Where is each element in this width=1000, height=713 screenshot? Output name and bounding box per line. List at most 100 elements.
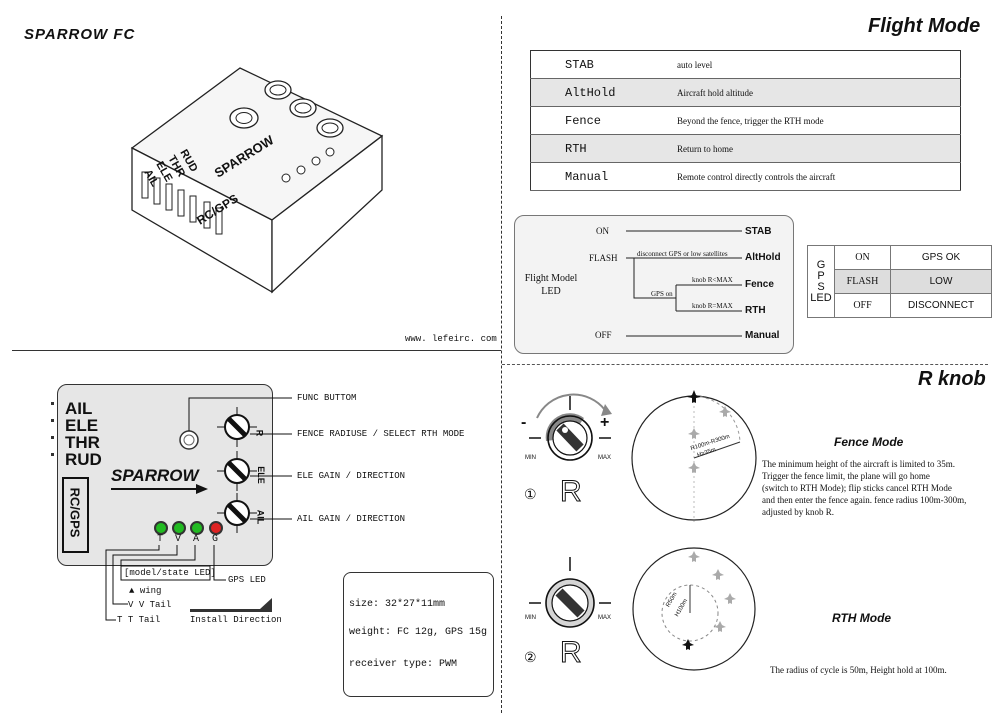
gps-value: DISCONNECT bbox=[890, 293, 992, 318]
rknob1-min: MIN bbox=[525, 455, 536, 461]
mode-name: Fence bbox=[530, 106, 677, 135]
install-direction-arrow bbox=[190, 598, 272, 612]
stick-label-rud: RUD bbox=[65, 450, 102, 469]
v-tail-icon: V bbox=[128, 600, 134, 610]
label-model-state-led: [model/state LED] bbox=[124, 568, 216, 578]
gps-value: LOW bbox=[890, 269, 992, 294]
led-knob-lt: knob R<MAX bbox=[692, 276, 733, 284]
mode-desc: Beyond the fence, trigger the RTH mode bbox=[677, 106, 961, 135]
fence-mode-text: The minimum height of the aircraft is li… bbox=[762, 459, 967, 517]
spec-receiver: receiver type: PWM bbox=[349, 659, 458, 670]
mount-t-tail: T T Tail bbox=[117, 615, 161, 625]
table-row: FLASH LOW bbox=[808, 269, 992, 294]
led-result-rth: RTH bbox=[745, 305, 766, 316]
led-v bbox=[172, 521, 186, 535]
led-letter-g: G bbox=[212, 534, 219, 545]
label-install-direction: Install Direction bbox=[190, 615, 282, 625]
label-ail-gain: AIL GAIN / DIRECTION bbox=[297, 514, 406, 524]
rknob2-min: MIN bbox=[525, 615, 536, 621]
mode-name: Manual bbox=[530, 162, 677, 191]
mode-desc: auto level bbox=[677, 50, 961, 79]
label-ele-gain: ELE GAIN / DIRECTION bbox=[297, 471, 406, 481]
stick-label-thr: THR bbox=[65, 433, 100, 452]
led-result-manual: Manual bbox=[745, 330, 780, 341]
pin-dots bbox=[51, 402, 55, 456]
mode-name: STAB bbox=[530, 50, 677, 79]
led-off-label: OFF bbox=[595, 330, 612, 340]
led-on-label: ON bbox=[596, 226, 609, 236]
label-func-button: FUNC BUTTOM bbox=[297, 393, 357, 403]
stick-label-ail: AIL bbox=[65, 399, 93, 418]
rknob1-plus: + bbox=[600, 414, 610, 431]
mode-name: AltHold bbox=[530, 78, 677, 107]
led-t bbox=[154, 521, 168, 535]
horizontal-divider-right bbox=[502, 364, 988, 365]
front-panel-controls bbox=[179, 407, 257, 533]
label-fence-radius: FENCE RADIUSE / SELECT RTH MODE bbox=[297, 429, 465, 439]
led-gps-on: GPS on bbox=[651, 290, 673, 298]
led-diagram-lines bbox=[626, 230, 742, 337]
rknob2-r-letter: R bbox=[560, 636, 583, 670]
led-diagram-box bbox=[514, 215, 794, 354]
led-diagram-title: Flight Model LED bbox=[524, 273, 578, 297]
gps-led-table: G P S LED ON GPS OK FLASH LOW OFF DISCON… bbox=[807, 245, 992, 318]
rc-gps-label: RC/GPS bbox=[62, 477, 89, 553]
led-letter-a: A bbox=[193, 534, 200, 545]
rknob1-max: MAX bbox=[598, 455, 612, 461]
rth-mode-text: The radius of cycle is 50m, Height hold … bbox=[770, 665, 947, 675]
horizontal-divider-left bbox=[12, 350, 501, 351]
rknob1-r-letter: R bbox=[560, 475, 583, 509]
rknob-title: R knob bbox=[918, 368, 986, 390]
table-row: G P S LED ON GPS OK bbox=[807, 245, 992, 318]
stick-label-ele: ELE bbox=[65, 416, 99, 435]
t-tail-icon: T bbox=[117, 615, 123, 625]
table-row: OFF DISCONNECT bbox=[808, 293, 992, 318]
brand-title: SPARROW FC bbox=[24, 26, 136, 43]
rth-mode-title: RTH Mode bbox=[832, 611, 892, 625]
led-disconnect-note: disconnect GPS or low satellites bbox=[637, 250, 728, 258]
rknob-diagram-1 bbox=[529, 393, 612, 461]
func-button-inner bbox=[183, 434, 195, 446]
gps-state: ON bbox=[834, 245, 891, 270]
rknob2-max: MAX bbox=[598, 615, 612, 621]
rth-mode-diagram bbox=[632, 547, 756, 671]
rknob-diagram-2 bbox=[529, 557, 611, 628]
rknob1-number: ① bbox=[524, 488, 537, 503]
sparrow-logo: SPARROW bbox=[111, 466, 199, 485]
led-result-fence: Fence bbox=[745, 279, 774, 290]
spec-size: size: 32*27*11mm bbox=[349, 599, 446, 610]
led-g bbox=[209, 521, 223, 535]
label-gps-led: GPS LED bbox=[228, 575, 266, 585]
fence-mode-diagram bbox=[631, 390, 757, 522]
device-isometric-illustration: SPARROW RC/GPS AIL ELE THR RUD bbox=[130, 67, 384, 294]
annotation-leader-lines bbox=[105, 397, 292, 621]
rknob1-minus: - bbox=[521, 414, 527, 431]
led-a bbox=[190, 521, 204, 535]
led-result-althold: AltHold bbox=[745, 252, 781, 263]
gps-led-label: G P S LED bbox=[807, 245, 835, 318]
spec-box bbox=[343, 572, 494, 697]
sparrow-arrow bbox=[111, 484, 208, 494]
led-letter-t: T bbox=[157, 534, 164, 545]
fence-mode-title: Fence Mode bbox=[834, 435, 904, 449]
led-flash-label: FLASH bbox=[589, 253, 618, 263]
gps-state: OFF bbox=[834, 293, 891, 318]
flight-mode-title: Flight Mode bbox=[868, 15, 981, 37]
led-letter-v: V bbox=[175, 534, 182, 545]
gps-state: FLASH bbox=[834, 269, 891, 294]
mode-desc: Aircraft hold altitude bbox=[677, 78, 961, 107]
wing-icon: ▲ bbox=[129, 586, 135, 596]
gps-value: GPS OK bbox=[890, 245, 992, 270]
spec-weight: weight: FC 12g, GPS 15g bbox=[349, 627, 488, 638]
led-result-stab: STAB bbox=[745, 226, 772, 237]
rknob2-number: ② bbox=[524, 651, 537, 666]
vertical-divider bbox=[501, 16, 502, 713]
mount-v-tail: V V Tail bbox=[128, 600, 172, 610]
mode-name: RTH bbox=[530, 134, 677, 163]
mount-wing: ▲ wing bbox=[129, 586, 162, 596]
website-label: www. lefeirc. com bbox=[405, 334, 497, 344]
